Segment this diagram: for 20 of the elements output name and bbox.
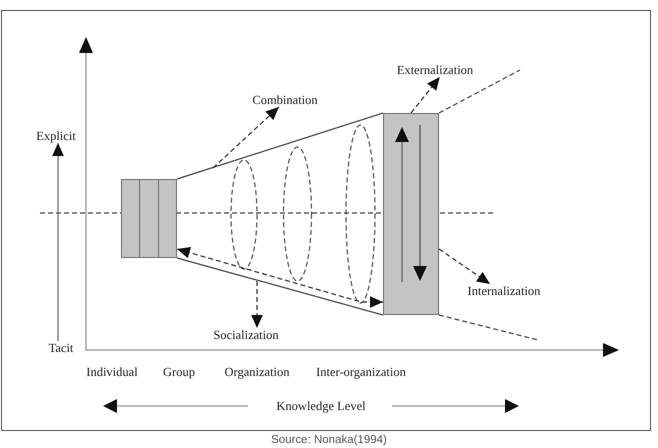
process-label: Externalization [395, 63, 475, 77]
process-label: Socialization [212, 328, 280, 342]
double-headed-arrow [176, 246, 383, 308]
dashed-arrow [410, 76, 440, 114]
level-label: Group [162, 365, 196, 379]
dashed-arrow [438, 248, 490, 284]
axis-label: Tacit [47, 341, 75, 355]
process-label: Combination [251, 93, 319, 107]
level-label: Organization [223, 365, 291, 379]
axis-label: Explicit [35, 129, 77, 143]
dashed-arrow [251, 281, 263, 328]
tall-block [383, 113, 439, 315]
process-label: Internalization [466, 284, 542, 298]
axis-title: Knowledge Level [275, 399, 367, 413]
level-label: Individual [85, 365, 139, 379]
arrow [52, 143, 64, 341]
source-caption: Source: Nonaka(1994) [270, 433, 388, 447]
three-column-block [121, 179, 177, 258]
dashed-arrow [212, 106, 280, 168]
level-label: Inter-organization [315, 365, 407, 379]
